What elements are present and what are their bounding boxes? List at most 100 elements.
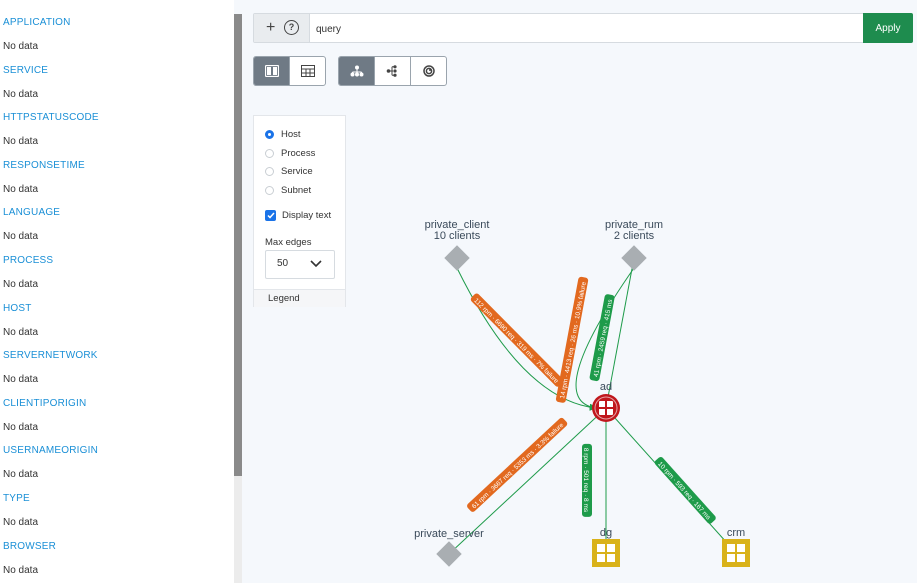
max-edges-select[interactable]: 50: [265, 250, 335, 279]
tree-layout-icon: [386, 65, 397, 77]
edge-label[interactable]: 10 rpm · 593 req · 167 ms: [654, 456, 717, 525]
facet-title-responsetime[interactable]: RESPONSETIME: [3, 159, 85, 171]
facet-value-process: No data: [3, 279, 39, 290]
host-diamond-icon: [444, 245, 470, 271]
facet-value-clientiporigin: No data: [3, 421, 39, 433]
edge-line[interactable]: [603, 257, 635, 409]
facet-value-usernameorigin: No data: [3, 469, 39, 481]
edge-label-band: [467, 417, 568, 512]
group-by-label: Host: [281, 129, 301, 140]
sidebar-scrollbar[interactable]: [234, 14, 242, 476]
facet-value-service: No data: [3, 88, 39, 100]
node-crm[interactable]: crm: [722, 527, 750, 567]
edge-label[interactable]: 112 rpm · 6690 req · 319 ms · 7% failure: [470, 292, 565, 388]
edge-label-band: [470, 293, 564, 387]
group-by-host[interactable]: Host: [265, 129, 301, 140]
max-edges-label: Max edges: [265, 237, 312, 248]
facet-value-application: No data: [3, 41, 39, 52]
edge-label-text: 8 rpm · 501 req · 8 ms: [582, 448, 589, 513]
query-actions: + ?: [254, 14, 310, 42]
facet-title-usernameorigin[interactable]: USERNAMEORIGIN: [3, 445, 99, 457]
radio-icon[interactable]: [265, 148, 274, 158]
node-label: crm: [727, 527, 745, 539]
chevron-down-icon: [310, 260, 322, 268]
node-label: private_server: [414, 528, 484, 540]
facet-title-servernetwork[interactable]: SERVERNETWORK: [3, 350, 98, 362]
view-toggle: [253, 56, 326, 86]
facet-title-language[interactable]: LANGUAGE: [3, 207, 61, 219]
facet-title-clientiporigin[interactable]: CLIENTIPORIGIN: [3, 397, 87, 409]
facet-title-service[interactable]: SERVICE: [3, 64, 49, 76]
facet-value-type: No data: [3, 517, 39, 528]
edge-label[interactable]: 14 rpm · 4413 req · 26 ms · 10.9% failur…: [555, 276, 589, 403]
edge-label-band: [582, 443, 592, 517]
edge-label-band: [555, 276, 589, 403]
tree-layout-button[interactable]: [375, 57, 411, 85]
apply-button[interactable]: Apply: [863, 13, 913, 43]
facet-title-process[interactable]: PROCESS: [3, 255, 54, 266]
radial-layout-button[interactable]: [411, 57, 446, 85]
edge-label-text: 14 rpm · 4413 req · 26 ms · 10.9% failur…: [559, 281, 588, 400]
table-view-button[interactable]: [290, 57, 325, 85]
radio-icon[interactable]: [265, 185, 274, 195]
facet-value-responsetime: No data: [3, 183, 39, 195]
edge-label[interactable]: 61 rpm · 3667 req · 5353 ms · 3.3% failu…: [466, 417, 569, 513]
legend-toggle[interactable]: Legend: [254, 289, 345, 307]
host-diamond-icon: [436, 541, 462, 567]
checkbox-checked-icon[interactable]: [265, 210, 276, 221]
map-view-button[interactable]: [254, 57, 290, 85]
radio-icon[interactable]: [265, 167, 274, 176]
node-central[interactable]: ad: [592, 381, 620, 422]
node-private-server[interactable]: private_server: [414, 528, 484, 567]
windows-icon-grid: [597, 544, 615, 562]
node-label: ad: [600, 381, 612, 393]
edge-line[interactable]: [448, 407, 607, 555]
group-by-subnet[interactable]: Subnet: [265, 185, 311, 196]
legend-label: Legend: [268, 293, 300, 304]
edge-label[interactable]: 41 rpm · 2459 req · 415 ms: [589, 294, 615, 382]
add-query-button[interactable]: +: [266, 19, 276, 36]
facet-title-type[interactable]: TYPE: [3, 493, 30, 504]
hierarchy-layout-button[interactable]: [339, 57, 375, 85]
display-text-toggle[interactable]: Display text: [265, 210, 331, 221]
map-view-icon: [264, 65, 279, 77]
facet-title-host[interactable]: HOST: [3, 302, 32, 314]
facet-title-application[interactable]: APPLICATION: [3, 17, 71, 28]
edge-label-band: [654, 456, 716, 524]
radial-layout-icon: [422, 65, 435, 77]
facet-value-servernetwork: No data: [3, 374, 39, 386]
facet-title-httpstatuscode[interactable]: HTTPSTATUSCODE: [3, 112, 99, 124]
sidebar-scroll-track[interactable]: [234, 476, 242, 583]
node-label: dg: [600, 527, 612, 539]
windows-icon-grid: [727, 544, 745, 562]
edge-label-text: 112 rpm · 6690 req · 319 ms · 7% failure: [472, 297, 559, 385]
host-diamond-icon: [621, 245, 647, 271]
edge-label-text: 61 rpm · 3667 req · 5353 ms · 3.3% failu…: [471, 422, 566, 511]
table-view-icon: [300, 65, 315, 77]
edge-label-band: [589, 294, 615, 382]
query-bar: + ? Apply: [253, 13, 913, 43]
group-by-label: Service: [281, 166, 313, 177]
max-edges-value: 50: [277, 258, 289, 269]
group-by-label: Subnet: [281, 184, 312, 196]
node-dg[interactable]: dg: [592, 527, 620, 567]
query-input[interactable]: [314, 18, 858, 40]
edge-label[interactable]: 8 rpm · 501 req · 8 ms: [582, 443, 592, 517]
node-label: private_rum: [605, 219, 663, 231]
node-label: private_client: [425, 219, 490, 231]
group-by-service[interactable]: Service: [265, 166, 313, 177]
radio-icon[interactable]: [265, 130, 274, 139]
edge-label-text: 10 rpm · 593 req · 167 ms: [656, 461, 712, 522]
facet-value-httpstatuscode: No data: [3, 136, 39, 148]
help-icon[interactable]: ?: [284, 20, 299, 35]
windows-icon-grid: [599, 401, 613, 415]
facet-title-browser[interactable]: BROWSER: [3, 540, 57, 552]
layout-toggle: [338, 56, 447, 86]
hierarchy-layout-icon: [350, 65, 363, 77]
group-by-process[interactable]: Process: [265, 148, 315, 159]
display-text-label: Display text: [282, 210, 332, 221]
